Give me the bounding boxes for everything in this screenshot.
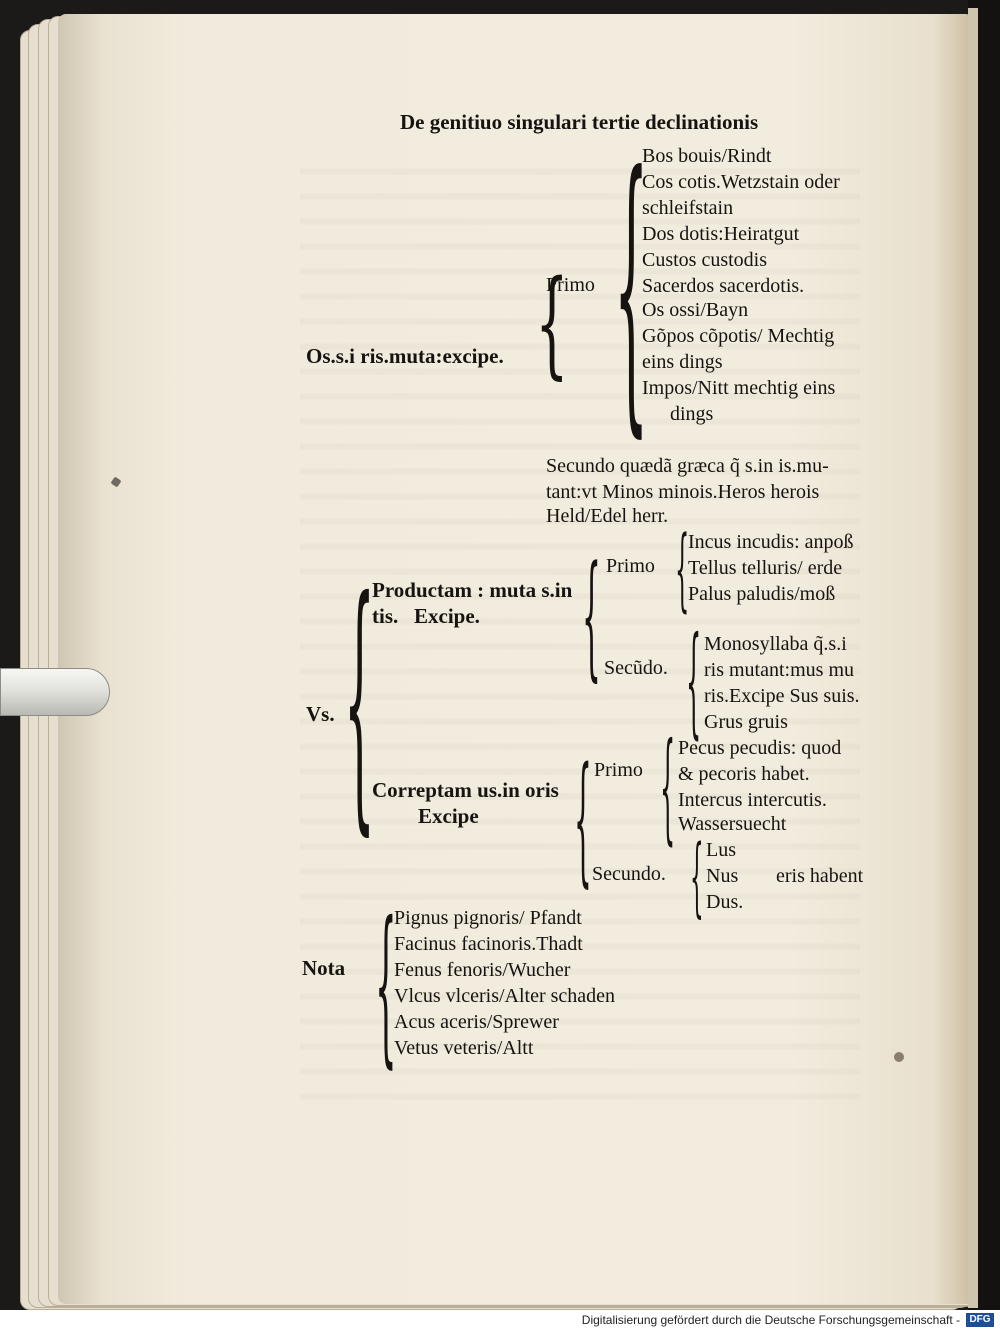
list-item: Pecus pecudis: quod [678, 737, 842, 759]
correptam-line: Correptam us.in oris [372, 778, 559, 802]
correptam-primo-label: Primo [594, 759, 643, 781]
list-item: Sacerdos sacerdotis. [642, 275, 805, 297]
page-mark [894, 1052, 904, 1062]
productam-primo-brace: { [675, 517, 690, 622]
correptam-secundo-note: eris habent [776, 865, 864, 887]
os-secundo-line: Held/Edel herr. [546, 505, 669, 527]
list-item: Vlcus vlceris/Alter schaden [394, 985, 616, 1007]
list-item: Vetus veteris/Altt [394, 1037, 534, 1059]
productam-line: Productam : muta s.in [372, 578, 573, 602]
bookmark-tab [0, 668, 110, 716]
correptam-secundo-label: Secundo. [592, 863, 666, 885]
correptam-brace: { [574, 738, 592, 901]
nota-label: Nota [302, 956, 346, 980]
productam-line: tis. Excipe. [372, 604, 480, 628]
list-item: Incus incudis: anpoß [688, 531, 854, 553]
list-item: Dos dotis:Heiratgut [642, 223, 800, 245]
bleed-through-texture [300, 150, 860, 1100]
list-item: Acus aceris/Sprewer [394, 1011, 559, 1033]
list-item: Grus gruis [704, 711, 788, 733]
list-item: Gõpos cõpotis/ Mechtig [642, 325, 835, 347]
correptam-primo-brace: { [660, 718, 676, 857]
list-item: Nus [706, 865, 739, 887]
dfg-logo[interactable]: DFG [966, 1313, 994, 1327]
list-item: Fenus fenoris/Wucher [394, 959, 571, 981]
list-item: & pecoris habet. [678, 763, 810, 785]
list-item: eins dings [642, 351, 723, 373]
footer-bar: Digitalisierung gefördert durch die Deut… [0, 1310, 1000, 1331]
list-item: ris mutant:mus mu [704, 659, 854, 681]
list-item: Bos bouis/Rindt [642, 145, 772, 167]
list-item: Pignus pignoris/ Pfandt [394, 907, 582, 929]
vs-label: Vs. [306, 702, 335, 726]
productam-secundo-brace: { [686, 612, 702, 751]
productam-secundo-label: Secũdo. [604, 657, 668, 679]
list-item: Palus paludis/moß [688, 583, 836, 605]
paper-sheet [58, 14, 970, 1304]
os-secundo-line: tant:vt Minos minois.Heros herois [546, 481, 820, 503]
list-item: Wassersuecht [678, 813, 787, 835]
list-item: Custos custodis [642, 249, 768, 271]
os-primo-label: Primo [546, 274, 595, 296]
os-label: Os.s.i ris.muta:excipe. [306, 344, 504, 368]
footer-credit: Digitalisierung gefördert durch die Deut… [581, 1313, 960, 1327]
vs-brace: { [344, 543, 375, 858]
list-item: Dus. [706, 891, 744, 913]
list-item: Intercus intercutis. [678, 789, 827, 811]
os-brace: { [535, 256, 569, 391]
list-item: Os ossi/Bayn [642, 299, 749, 321]
list-item: Facinus facinoris.Thadt [394, 933, 583, 955]
os-secundo-line: Secundo quædã græca q̃ s.in is.mu- [546, 455, 829, 477]
list-item: Lus [706, 839, 736, 861]
list-item: Tellus telluris/ erde [688, 557, 843, 579]
correptam-line: Excipe [418, 804, 479, 828]
facing-page-edge [968, 8, 978, 1308]
list-item: Cos cotis.Wetzstain oder [642, 171, 840, 193]
list-item: schleifstain [642, 197, 734, 219]
list-item: dings [670, 403, 714, 425]
correptam-secundo-brace: { [690, 827, 704, 927]
productam-brace: { [582, 537, 601, 694]
os-primo-brace: { [614, 113, 649, 462]
page-heading: De genitiuo singulari tertie declination… [400, 110, 759, 134]
list-item: Monosyllaba q̃.s.i [704, 633, 847, 655]
productam-primo-label: Primo [606, 555, 655, 577]
nota-brace: { [375, 886, 397, 1084]
list-item: ris.Excipe Sus suis. [704, 685, 860, 707]
list-item: Impos/Nitt mechtig eins [642, 377, 836, 399]
